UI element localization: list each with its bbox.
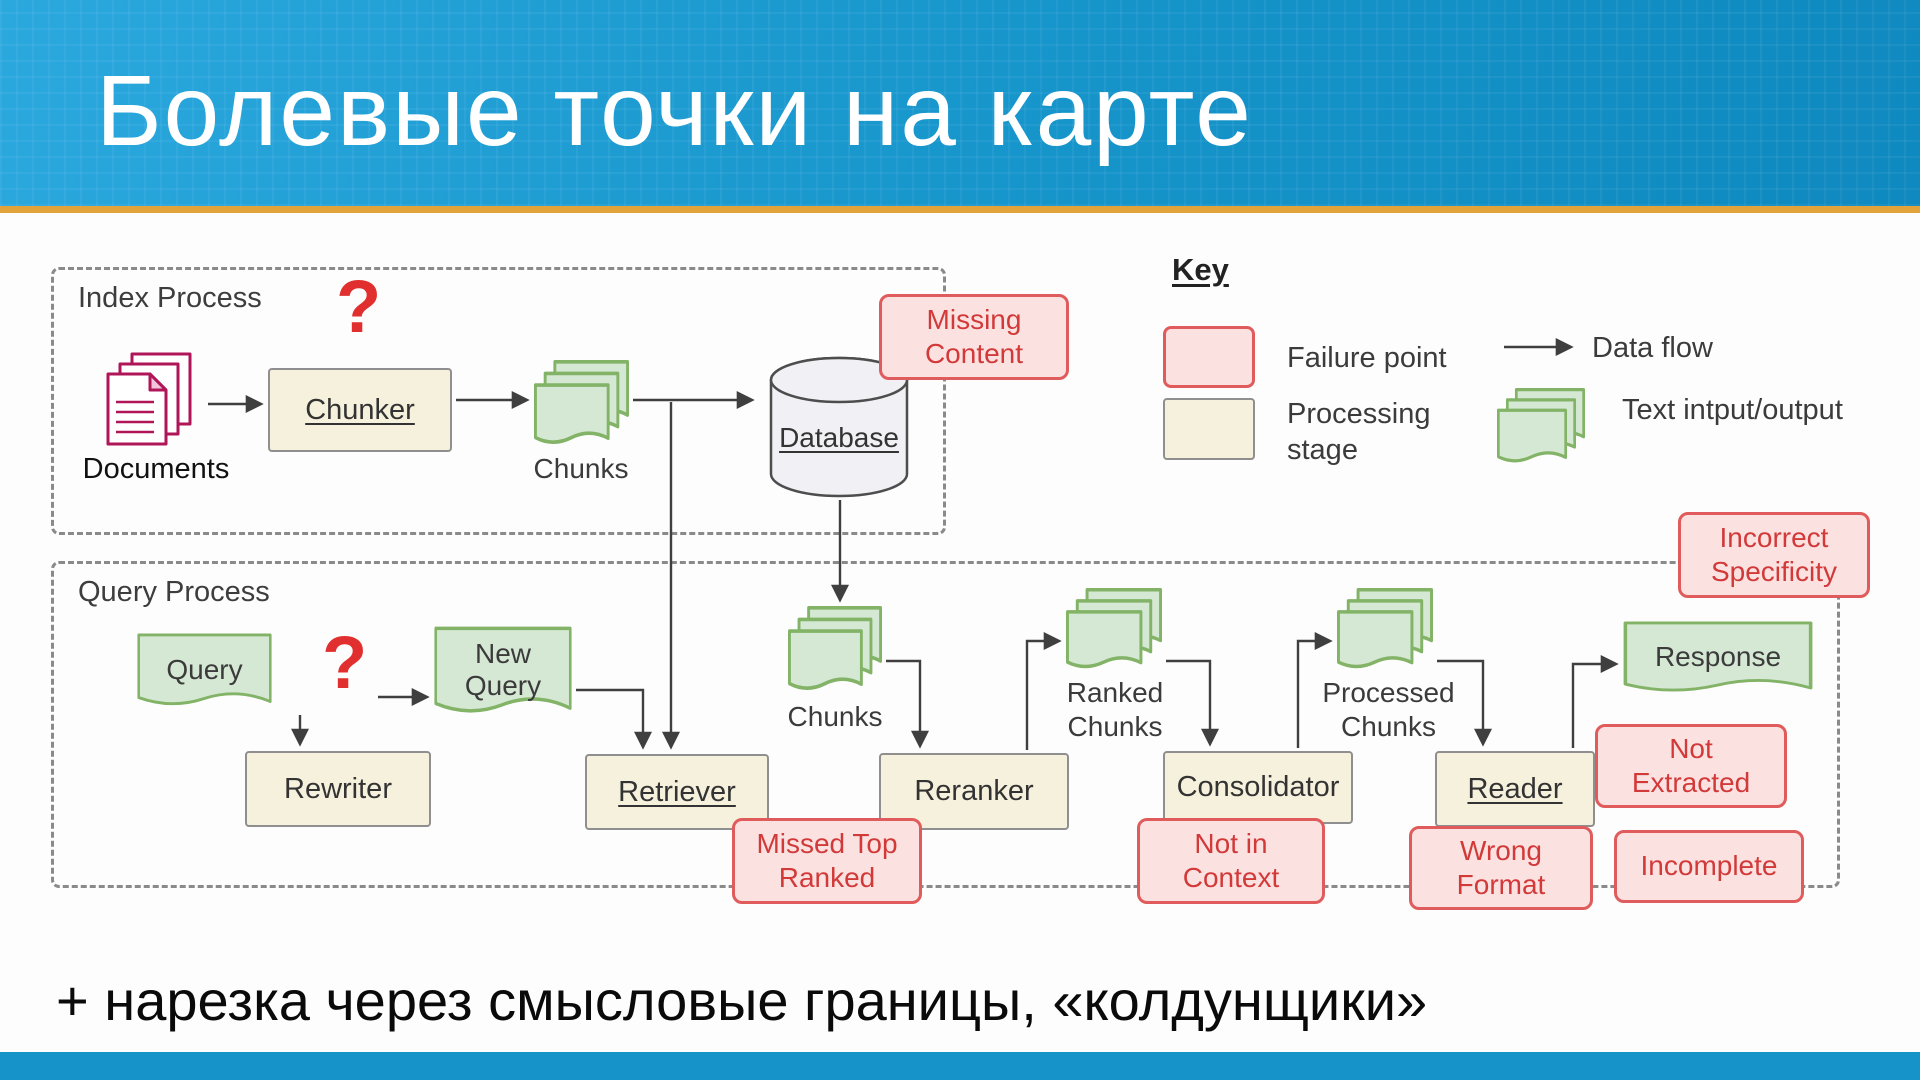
- rewriter-stage: Rewriter: [245, 751, 431, 827]
- incorrect-specificity-failure: Incorrect Specificity: [1678, 512, 1870, 598]
- incomplete-failure: Incomplete: [1614, 830, 1804, 903]
- bottom-bar: [0, 1052, 1920, 1080]
- text-io-label: Text intput/output: [1622, 394, 1843, 426]
- new-query-doc: New Query: [434, 626, 572, 734]
- missing-content-failure: Missing Content: [879, 294, 1069, 380]
- reader-stage: Reader: [1435, 751, 1595, 827]
- text-io-icon: [1497, 388, 1585, 466]
- ranked-chunks-icon: [1066, 588, 1162, 672]
- query-chunks-label: Chunks: [787, 701, 883, 732]
- chunker-label: Chunker: [305, 393, 415, 426]
- query-doc: Query: [137, 633, 272, 723]
- index-process-group: Index Process: [51, 267, 946, 535]
- failure-point-label: Failure point: [1287, 342, 1447, 374]
- reranker-stage: Reranker: [879, 753, 1069, 830]
- not-in-context-failure: Not in Context: [1137, 818, 1325, 904]
- query-process-label: Query Process: [78, 576, 270, 608]
- query-label: Query: [166, 653, 243, 685]
- failure-point-swatch: [1163, 326, 1255, 388]
- slide-header: Болевые точки на карте: [0, 0, 1920, 206]
- retriever-stage: Retriever: [585, 754, 769, 830]
- key-title: Key: [1172, 252, 1229, 287]
- new-query-label: New Query: [464, 637, 542, 701]
- ranked-chunks-label: Ranked Chunks: [1066, 677, 1164, 742]
- index-chunks-label: Chunks: [533, 453, 629, 484]
- index-process-label: Index Process: [78, 282, 262, 314]
- database-label: Database: [779, 422, 899, 453]
- missed-top-ranked-failure: Missed Top Ranked: [732, 818, 922, 904]
- question-mark-index: ?: [336, 265, 382, 348]
- not-extracted-failure: Not Extracted: [1595, 724, 1787, 808]
- processed-chunks-icon: [1337, 588, 1433, 672]
- retriever-label: Retriever: [618, 775, 736, 808]
- data-flow-label: Data flow: [1592, 332, 1713, 364]
- processing-stage-swatch: [1163, 398, 1255, 460]
- database-icon: Database: [759, 350, 919, 502]
- question-mark-query: ?: [322, 621, 368, 704]
- index-chunks-icon: [534, 360, 629, 448]
- documents-label: Documents: [82, 453, 230, 485]
- rewriter-label: Rewriter: [284, 772, 392, 805]
- reranker-label: Reranker: [914, 775, 1034, 807]
- processed-chunks-label: Processed Chunks: [1322, 677, 1455, 742]
- response-label: Response: [1654, 640, 1782, 672]
- footer-note: + нарезка через смысловые границы, «колд…: [56, 969, 1428, 1032]
- chunker-stage: Chunker: [268, 368, 452, 452]
- accent-divider: [0, 206, 1920, 213]
- wrong-format-failure: Wrong Format: [1409, 826, 1593, 910]
- query-process-group: Query Process: [51, 561, 1840, 888]
- consolidator-stage: Consolidator: [1163, 751, 1353, 824]
- consolidator-label: Consolidator: [1176, 771, 1340, 803]
- slide-title: Болевые точки на карте: [96, 55, 1253, 167]
- processing-stage-label: Processing stage: [1287, 398, 1431, 467]
- reader-label: Reader: [1467, 772, 1563, 805]
- documents-icon: [106, 352, 206, 452]
- query-chunks-icon: [788, 606, 882, 694]
- response-doc: Response: [1623, 621, 1813, 709]
